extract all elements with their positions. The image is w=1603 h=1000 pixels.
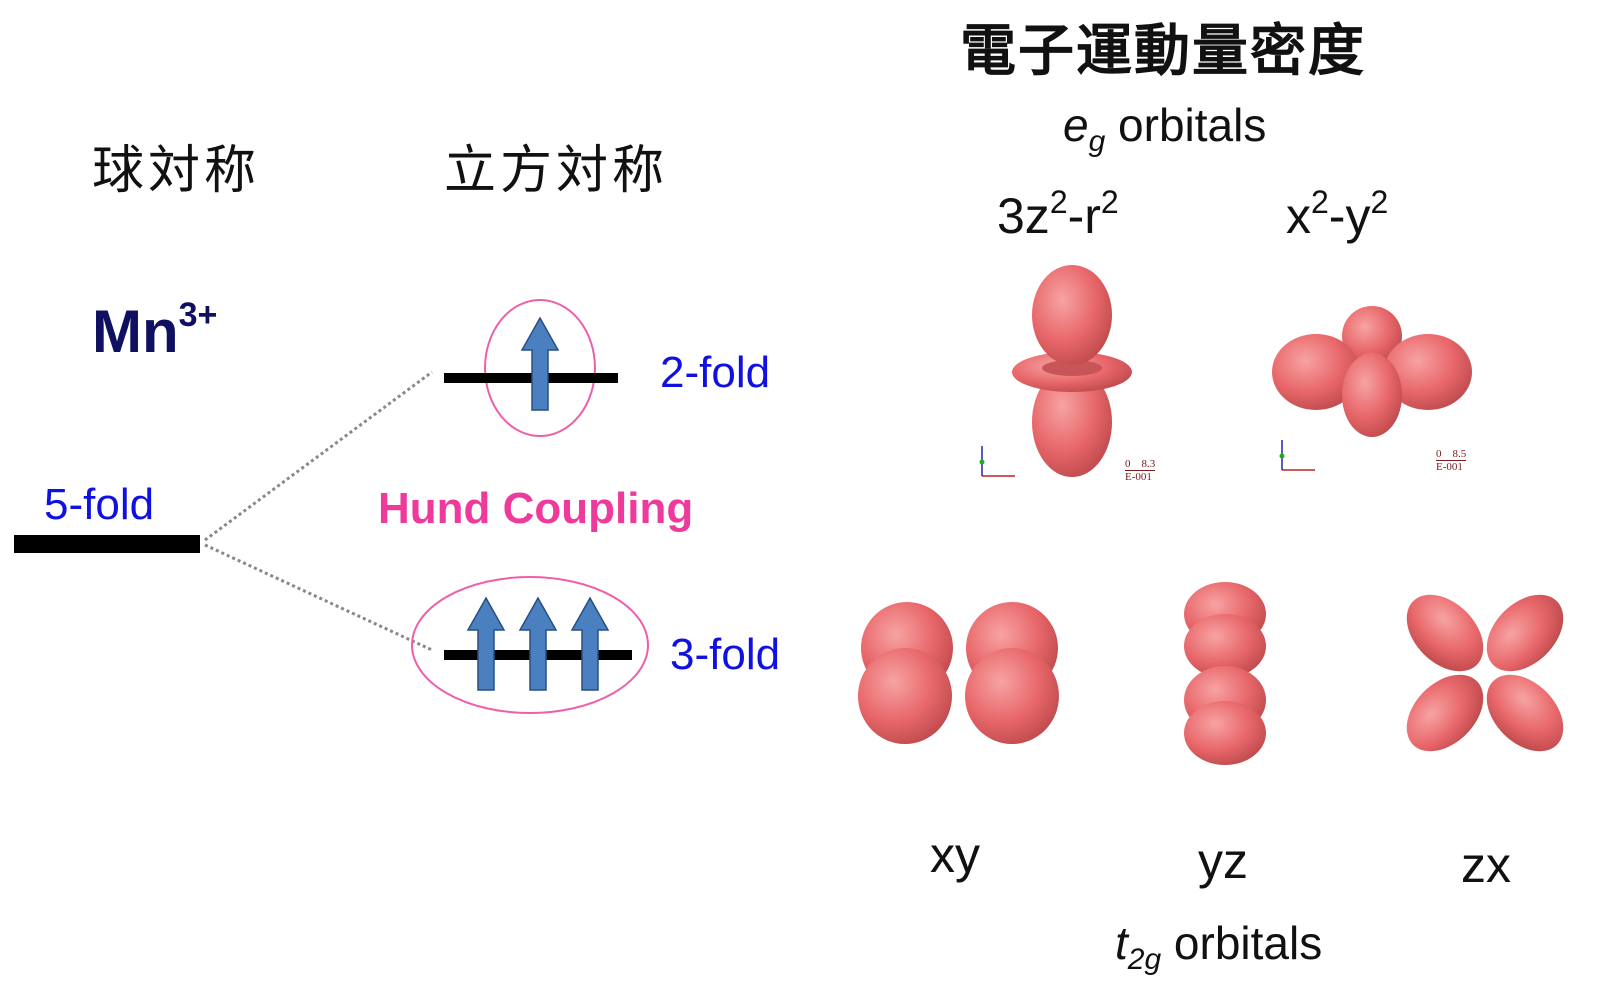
hund-coupling-label: Hund Coupling (378, 484, 694, 533)
t2g-symbol: t (1115, 917, 1128, 969)
upper-level-line (444, 373, 618, 383)
ion-label: Mn3+ (92, 296, 217, 366)
ion-symbol: Mn (92, 298, 179, 365)
ion-charge: 3+ (178, 296, 218, 334)
orbital-label-zx: zx (1461, 837, 1511, 893)
orbital-label-part: 3z (997, 188, 1050, 244)
axis-triad-icon (1279, 440, 1315, 471)
t2g-suffix: orbitals (1161, 917, 1323, 969)
spin-up-arrow-icon (518, 596, 558, 691)
orbital-zx-image (1406, 594, 1564, 752)
eg-symbol: e (1063, 99, 1089, 151)
spherical-symmetry-header: 球対称 (92, 141, 261, 201)
orbital-label-xy: xy (930, 827, 980, 883)
orbital-label-sup: 2 (1311, 184, 1329, 220)
upper-level-label: 2-fold (660, 348, 771, 397)
degenerate-level-line (14, 535, 200, 553)
eg-orbitals-heading: eg orbitals (1063, 98, 1266, 159)
eg-subscript: g (1088, 125, 1106, 158)
orbital-label-part: x (1286, 188, 1311, 244)
orbital-x2-y2-image (1272, 306, 1472, 437)
scale-value: 0 8.5 (1436, 448, 1467, 460)
t2g-orbitals-heading: t2g orbitals (1115, 916, 1322, 977)
spin-up-arrow-icon (520, 316, 560, 411)
eg-suffix: orbitals (1105, 99, 1267, 151)
orbital-xy-image (858, 602, 1059, 744)
split-line-upper (204, 370, 433, 542)
lower-level-label: 3-fold (670, 630, 781, 679)
degenerate-level-label: 5-fold (44, 480, 155, 529)
upper-hund-ellipse (484, 299, 596, 437)
scale-value: 0 8.3 (1125, 458, 1156, 470)
main-title: 電子運動量密度 (960, 19, 1366, 84)
orbital-label-part: -r (1067, 188, 1101, 244)
orbital-3z2-r2-image (1012, 265, 1132, 477)
orbital-label-x2-y2: x2-y2 (1286, 184, 1388, 245)
axis-triad-icon (979, 446, 1015, 477)
orbital-label-3z2-r2: 3z2-r2 (997, 184, 1119, 245)
scale-exponent: E-001 (1436, 460, 1467, 473)
t2g-subscript: 2g (1127, 943, 1162, 976)
split-line-lower (204, 543, 433, 652)
orbital-yz-image (1184, 582, 1266, 765)
orbital-label-sup: 2 (1049, 184, 1068, 220)
spin-up-arrow-icon (466, 596, 506, 691)
scale-exponent: E-001 (1125, 470, 1156, 483)
lower-hund-ellipse (411, 576, 649, 714)
orbital-label-sup: 2 (1100, 184, 1119, 220)
orbital-label-sup: 2 (1370, 184, 1389, 220)
spin-up-arrow-icon (570, 596, 610, 691)
orbital-label-part: -y (1328, 188, 1371, 244)
cubic-symmetry-header: 立方対称 (444, 141, 669, 201)
orbital-label-yz: yz (1198, 833, 1248, 889)
